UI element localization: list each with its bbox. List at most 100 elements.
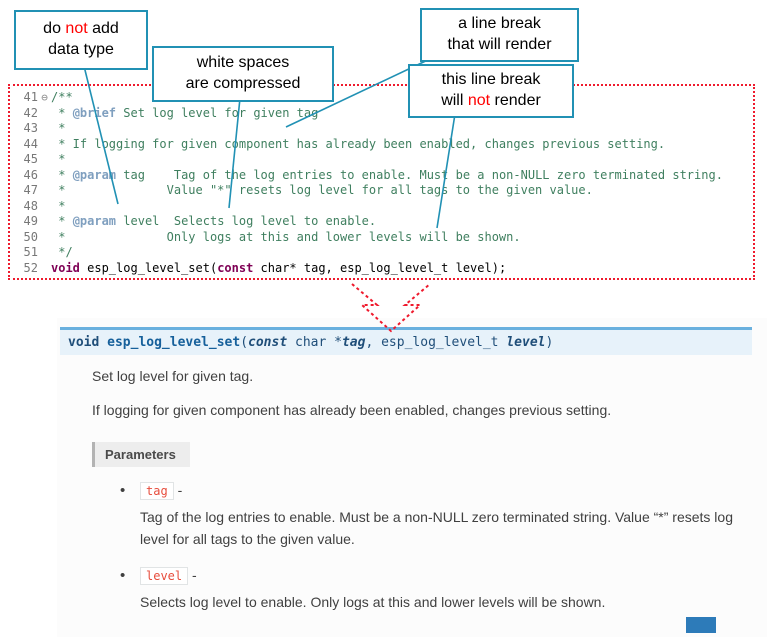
callout-text: render bbox=[490, 92, 541, 109]
code-segment: /** bbox=[51, 90, 73, 104]
code-text: * @param level Selects log level to enab… bbox=[51, 214, 376, 228]
signature-segment: esp_log_level_set bbox=[107, 335, 241, 350]
code-text: * bbox=[51, 199, 65, 213]
callout-linebreak-not-render: this line break will not render bbox=[408, 64, 574, 118]
code-line: 51 */ bbox=[16, 245, 753, 261]
code-segment: * bbox=[51, 167, 73, 182]
line-number: 41 bbox=[23, 90, 38, 104]
callout-text: add bbox=[87, 20, 119, 38]
code-text: * bbox=[51, 121, 65, 135]
code-text: /** bbox=[51, 90, 73, 104]
code-segment: * bbox=[51, 198, 66, 213]
code-lines: 41⊖/** 42 * @brief Set log level for give… bbox=[16, 90, 753, 276]
rendered-docs-panel: void esp_log_level_set(const char *tag, … bbox=[57, 318, 767, 637]
callout-line: that will render bbox=[447, 36, 552, 53]
param-name-chip: tag bbox=[140, 482, 174, 500]
fold-marker-icon[interactable]: ⊖ bbox=[41, 91, 48, 104]
signature-segment: ( bbox=[240, 335, 249, 350]
callout-line: this line break bbox=[441, 71, 541, 89]
line-number: 44 bbox=[23, 136, 38, 151]
line-number: 52 bbox=[23, 260, 38, 275]
code-segment: tag Tag of the log entries to enable. Mu… bbox=[116, 167, 723, 182]
line-number: 45 bbox=[23, 152, 38, 166]
code-segment: Set log level for given tag bbox=[116, 105, 319, 120]
signature-segment: tag bbox=[341, 335, 366, 350]
code-segment: void bbox=[51, 260, 80, 275]
callout-linebreak-renders: a line break that will render bbox=[420, 8, 579, 62]
signature-segment bbox=[99, 335, 107, 350]
brief-paragraph: Set log level for given tag. bbox=[92, 368, 254, 384]
code-segment: @param bbox=[72, 167, 117, 182]
code-line: 52 void esp_log_level_set(const char* tag… bbox=[16, 261, 753, 277]
code-text: void esp_log_level_set(const char* tag, … bbox=[51, 261, 506, 275]
code-segment: @brief bbox=[72, 105, 117, 120]
parameter-list: • tag - Tag of the log entries to enable.… bbox=[120, 482, 750, 629]
code-line: 49 * @param level Selects log level to e… bbox=[16, 214, 753, 230]
code-line: 45 * bbox=[16, 152, 753, 168]
code-segment: * bbox=[51, 105, 73, 120]
code-line: 50 * Only logs at this and lower levels … bbox=[16, 230, 753, 246]
code-text: * Only logs at this and lower levels wil… bbox=[51, 230, 520, 244]
signature-segment: level bbox=[506, 335, 546, 350]
parameters-label: Parameters bbox=[92, 442, 190, 467]
code-segment: char* tag, esp_log_level_t level); bbox=[253, 260, 507, 275]
code-segment: * bbox=[51, 121, 66, 135]
code-text: */ bbox=[51, 245, 73, 259]
blue-corner-element bbox=[686, 617, 716, 633]
callout-line: white spaces bbox=[196, 54, 290, 72]
line-number: 42 bbox=[23, 105, 38, 120]
signature-segment: char * bbox=[287, 335, 342, 350]
code-line: 43 * bbox=[16, 121, 753, 137]
line-number: 47 bbox=[23, 183, 38, 197]
param-description: Tag of the log entries to enable. Must b… bbox=[140, 509, 733, 548]
code-segment: esp_log_level_set( bbox=[79, 260, 218, 275]
callout-line: data type bbox=[48, 40, 114, 61]
code-segment: const bbox=[217, 260, 254, 275]
description-paragraph: If logging for given component has alrea… bbox=[92, 402, 612, 418]
param-separator: - bbox=[188, 566, 197, 583]
code-segment: * bbox=[51, 152, 66, 166]
bullet-icon: • bbox=[120, 482, 126, 499]
parameter-item: •tag - Tag of the log entries to enable.… bbox=[120, 482, 750, 551]
callout-emphasis: not bbox=[467, 92, 491, 109]
callout-line: will not render bbox=[441, 91, 541, 112]
signature-segment: const bbox=[248, 335, 288, 350]
line-number: 43 bbox=[23, 121, 38, 135]
signature-segment: void bbox=[68, 335, 100, 350]
line-number: 49 bbox=[23, 214, 38, 228]
code-line: 44 * If logging for given component has … bbox=[16, 137, 753, 153]
bullet-icon: • bbox=[120, 566, 126, 584]
callout-text: do bbox=[43, 20, 66, 38]
code-text: * Value "*" resets log level for all tag… bbox=[51, 183, 593, 197]
signature-segment: , bbox=[365, 335, 382, 350]
signature-segment: ) bbox=[545, 335, 554, 350]
parameter-head: •tag - bbox=[120, 482, 750, 500]
callout-text: will bbox=[441, 92, 468, 109]
code-line: 46 * @param tag Tag of the log entries t… bbox=[16, 168, 753, 184]
code-segment: @param bbox=[72, 214, 117, 228]
code-text: * bbox=[51, 152, 65, 166]
code-text: * @brief Set log level for given tag bbox=[51, 106, 318, 120]
code-text: * If logging for given component has alr… bbox=[51, 137, 665, 151]
line-number: 50 bbox=[23, 229, 38, 244]
callout-line: do not add bbox=[43, 19, 119, 40]
signature-text: void esp_log_level_set(const char *tag, … bbox=[68, 335, 553, 350]
code-segment: */ bbox=[51, 245, 73, 259]
code-editor-snippet: 41⊖/** 42 * @brief Set log level for give… bbox=[8, 84, 755, 280]
param-description: Selects log level to enable. Only logs a… bbox=[140, 593, 606, 610]
parameter-item: • level - Selects log level to enable. On… bbox=[120, 566, 750, 613]
param-name-chip: level bbox=[140, 566, 189, 585]
line-number: 51 bbox=[23, 245, 38, 259]
callout-line: a line break bbox=[458, 15, 541, 33]
code-text: * @param tag Tag of the log entries to e… bbox=[51, 168, 723, 182]
callout-line: are compressed bbox=[185, 75, 301, 92]
code-line: 42 * @brief Set log level for given tag bbox=[16, 106, 753, 122]
callout-whitespace-compressed: white spaces are compressed bbox=[152, 46, 334, 102]
code-segment: * Value "*" resets log level for all tag… bbox=[51, 183, 593, 197]
signature-segment: esp_log_level_t bbox=[381, 335, 507, 350]
line-number: 46 bbox=[23, 167, 38, 182]
code-segment: * If logging for given component has alr… bbox=[51, 136, 666, 151]
callout-no-data-type: do not add data type bbox=[14, 10, 148, 70]
callout-text: data type bbox=[48, 41, 114, 58]
